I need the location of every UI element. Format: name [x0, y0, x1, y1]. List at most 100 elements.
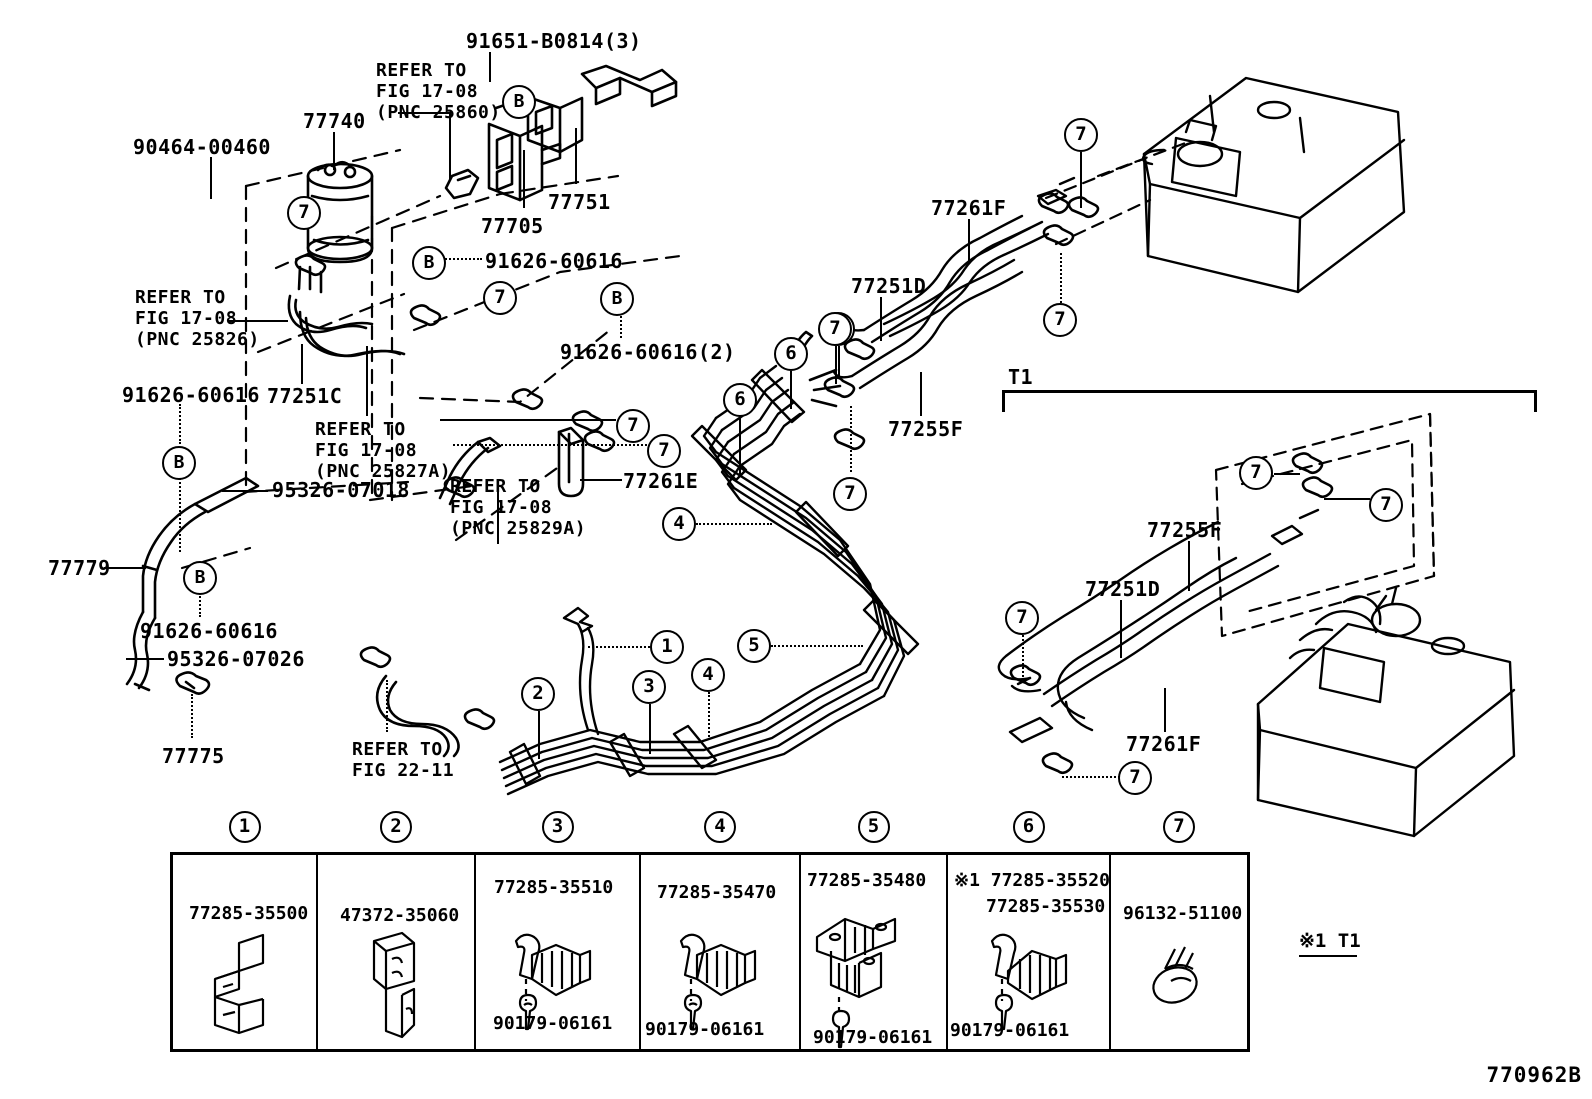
leader-91626-b2: [179, 466, 181, 552]
leader-6-right: [790, 371, 792, 409]
callout-b-91626-a: B: [412, 246, 446, 280]
leader-77779: [104, 567, 146, 569]
leader-77261e: [580, 479, 622, 481]
leader-77751: [575, 128, 577, 184]
callout-4-upper: 4: [662, 507, 696, 541]
legend-number-3: 3: [541, 811, 574, 843]
callout-6-left: 6: [723, 383, 757, 417]
leader-77740: [333, 132, 335, 170]
leader-95326-07018: [222, 490, 268, 492]
leader-7-tank-mid: [1060, 253, 1062, 303]
leader-77775: [191, 694, 193, 738]
legend-part-number: 90179-06161: [645, 1019, 765, 1040]
canister-hoses-art: [287, 265, 406, 358]
callout-4-lower: 4: [691, 658, 725, 692]
callout-7-t1-a: 7: [1239, 456, 1273, 490]
part-label-91626-60616-b: 91626-60616: [122, 383, 260, 407]
leader-6-left: [739, 417, 741, 477]
callout-7-tank-left: 7: [818, 312, 852, 346]
legend-part-number: ※1 77285-35520: [954, 870, 1110, 891]
part-label-77251c: 77251C: [267, 384, 343, 408]
part-label-77705: 77705: [481, 214, 544, 238]
legend-number-6: 6: [1012, 811, 1045, 843]
refer-label-fig-22-11: REFER TO FIG 22-11: [352, 739, 455, 781]
part-label-91626-60616-2: 91626-60616(2): [560, 340, 736, 364]
leader-7-right-b: [850, 406, 852, 472]
part-label-91651-b0814: 91651-B0814(3): [466, 29, 642, 53]
leader-91626-b: [179, 404, 181, 444]
leader-refer-25860: [449, 112, 451, 180]
callout-5-lower: 5: [737, 629, 771, 663]
leader-77251d-bot: [1120, 600, 1122, 658]
legend-part-number: 96132-51100: [1123, 903, 1243, 924]
leader-91626-2: [620, 300, 622, 338]
leader-3-lower: [649, 704, 651, 754]
legend-part-number: 90179-06161: [493, 1013, 613, 1034]
leader-7-t1-b: [1324, 498, 1370, 500]
pipes-t1-art: [997, 508, 1320, 744]
callout-3-lower: 3: [632, 670, 666, 704]
leader-90464: [210, 157, 212, 199]
part-label-77779: 77779: [48, 556, 111, 580]
leader-91651: [489, 52, 491, 82]
callout-7-mid-upper: 7: [483, 281, 517, 315]
leader-1-lower: [588, 646, 650, 648]
leader-91626-a: [434, 258, 482, 260]
footnote-t1: ※1 T1: [1299, 886, 1361, 1001]
callout-7-right-b: 7: [833, 477, 867, 511]
callout-b-91626-2: B: [600, 282, 634, 316]
part-label-77251d-bottom: 77251D: [1085, 577, 1161, 601]
callout-2-lower: 2: [521, 677, 555, 711]
callout-7-t1-d: 7: [1118, 761, 1152, 795]
leader-refer-25860-h: [398, 112, 450, 114]
legend-part-number: 77285-35500: [189, 903, 309, 924]
legend-number-2: 2: [380, 811, 412, 843]
leader-7-77261e-a: [440, 419, 616, 421]
callout-7-canister: 7: [287, 196, 321, 230]
leader-7-t1-d: [1062, 776, 1120, 778]
part-label-77261f-top: 77261F: [931, 196, 1007, 220]
leader-95326-07026: [126, 658, 164, 660]
callout-b-91651: B: [502, 85, 536, 119]
fuel-pipe-run-art: [498, 364, 906, 796]
leader-77261f-bot: [1164, 688, 1166, 732]
leader-7-tank-left: [835, 346, 837, 384]
legend-cell-2: 2 47372-35060: [318, 811, 476, 1049]
callout-b-91626-c: B: [183, 561, 217, 595]
sheet-code: 770962B: [1486, 1063, 1582, 1087]
legend-part-number: 47372-35060: [340, 905, 460, 926]
grommet-77775-art: [175, 671, 211, 695]
leader-7-tank-top: [1080, 152, 1082, 208]
leader-7-t1-a: [1274, 473, 1300, 475]
pipe-clamp-bars-art: [508, 368, 920, 786]
leader-7-right-a: [838, 346, 840, 378]
callout-7-77261e-b: 7: [647, 434, 681, 468]
t1-group-bracket: [1002, 390, 1537, 412]
legend-part-number: 77285-35470: [657, 882, 777, 903]
t1-marker-label: T1: [1008, 365, 1034, 389]
part-label-95326-07018: 95326-07018: [272, 478, 410, 502]
leader-7-77261e-b: [453, 444, 647, 446]
callout-6-right: 6: [774, 337, 808, 371]
legend-part-number: 77285-35530: [986, 896, 1106, 917]
part-label-77740: 77740: [303, 109, 366, 133]
leader-77251c: [301, 344, 303, 384]
leader-77261f-top: [968, 219, 970, 263]
leader-5-lower: [771, 645, 863, 647]
part-label-77751: 77751: [548, 190, 611, 214]
legend-number-7: 7: [1163, 811, 1195, 843]
part-label-95326-07026: 95326-07026: [167, 647, 305, 671]
leader-refer-25826: [228, 320, 288, 322]
refer-label-pnc-25829a: REFER TO FIG 17-08 (PNC 25829A): [450, 476, 587, 539]
leader-refer-25829a: [497, 492, 499, 544]
leader-77255f-top: [920, 372, 922, 416]
leader-4-upper: [696, 523, 772, 525]
callout-7-tank-mid: 7: [1043, 303, 1077, 337]
refer-label-pnc-25827a: REFER TO FIG 17-08 (PNC 25827A): [315, 419, 452, 482]
part-label-77251d-top: 77251D: [851, 274, 927, 298]
